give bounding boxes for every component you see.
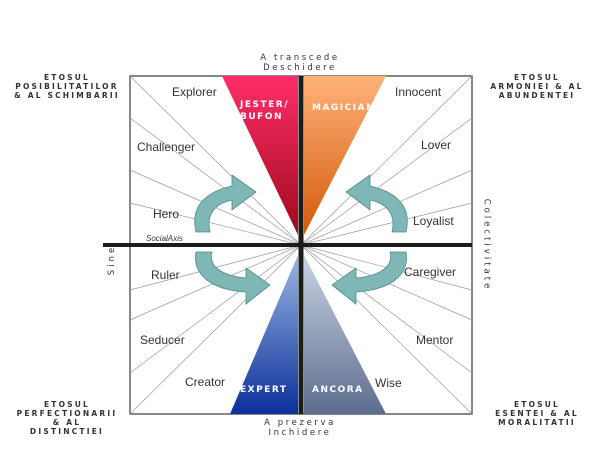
jester-wedge	[222, 76, 298, 235]
social-axis-label: SocialAxis	[146, 234, 183, 243]
magician-wedge	[304, 76, 386, 235]
archetype-caregiver: Caregiver	[404, 265, 456, 279]
archetype-lover: Lover	[421, 138, 451, 152]
jester-label-line2: BUFON	[240, 112, 283, 122]
lower-left-arrow	[195, 251, 271, 305]
upper-right-arrow	[345, 174, 408, 233]
ancora-label: ANCORA	[312, 385, 364, 395]
archetype-challenger: Challenger	[137, 140, 195, 154]
expert-wedge	[230, 255, 298, 414]
bottom-pole-label: A prezerva Inchidere	[264, 418, 336, 438]
top-pole-label: A transcede Deschidere	[260, 53, 340, 73]
archetype-innocent: Innocent	[395, 85, 442, 99]
archetype-hero: Hero	[153, 207, 179, 221]
jester-label-line1: JESTER/	[239, 100, 289, 110]
ethos-top-right-label: ETOSUL ARMONIEI & AL ABUNDENTEI	[490, 73, 584, 100]
archetype-creator: Creator	[185, 375, 225, 389]
archetype-wise: Wise	[375, 376, 402, 390]
lower-right-arrow	[331, 251, 407, 305]
archetype-ruler: Ruler	[151, 268, 180, 282]
ethos-top-left-label: ETOSUL POSIBILITATILOR & AL SCHIMBARII	[14, 73, 120, 100]
archetype-explorer: Explorer	[172, 85, 217, 99]
magician-label: MAGICIAN	[312, 103, 375, 113]
ethos-bottom-right-label: ETOSUL ESENTEI & AL MORALITATII	[495, 400, 579, 427]
expert-label: EXPERT	[240, 385, 288, 395]
archetype-seducer: Seducer	[140, 333, 185, 347]
ancora-wedge	[304, 255, 386, 414]
archetype-loyalist: Loyalist	[413, 214, 454, 228]
upper-left-arrow	[194, 174, 257, 233]
ethos-bottom-left-label: ETOSUL PERFECTIONARII & AL DISTINCTIEI	[16, 400, 118, 436]
archetype-mentor: Mentor	[416, 333, 453, 347]
